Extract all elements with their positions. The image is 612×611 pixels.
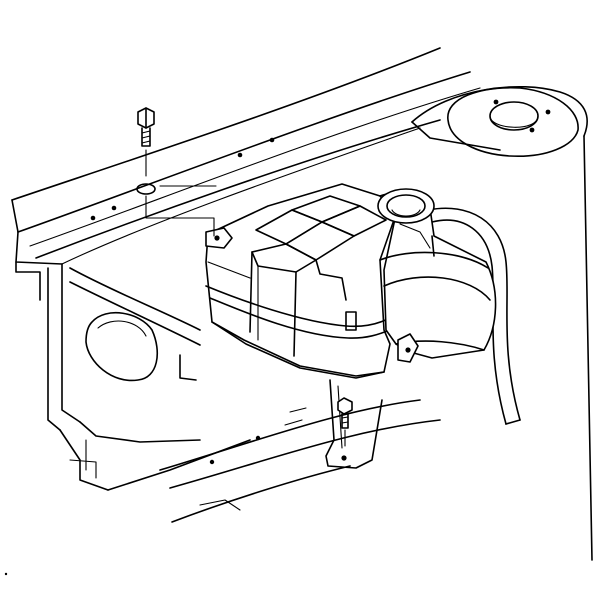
strut-tower	[411, 85, 593, 561]
lower-frame	[159, 399, 441, 523]
hood-panel	[11, 47, 481, 265]
radiator-support	[15, 261, 251, 491]
overflow-hose	[427, 207, 521, 425]
lower-mounting-bolt	[337, 397, 353, 447]
upper-mounting-bolt	[136, 107, 217, 237]
mounting-bracket	[325, 379, 383, 469]
coolant-reservoir	[205, 183, 497, 379]
reservoir-fill-neck	[377, 188, 435, 224]
